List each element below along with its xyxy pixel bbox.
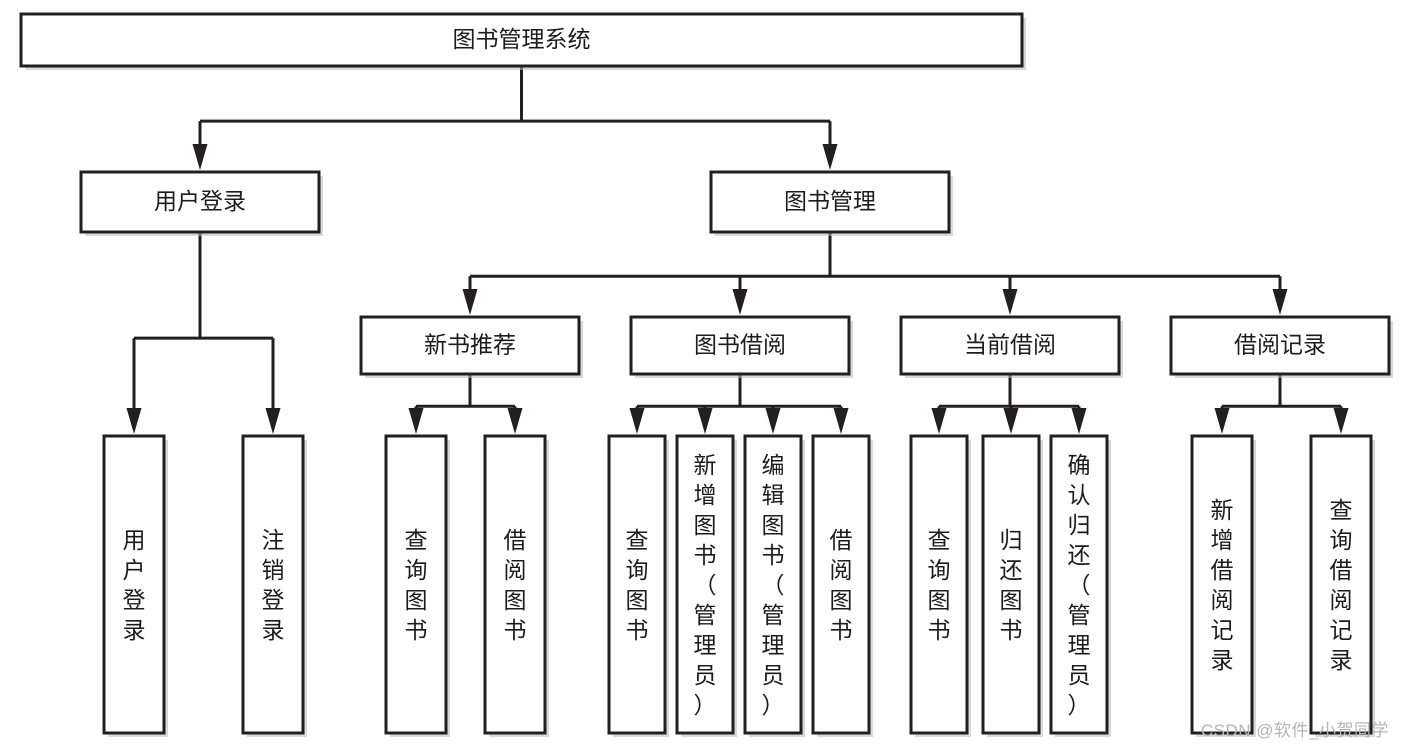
node-l-querybook3[interactable]: 查询图书: [909, 434, 971, 737]
arrow-head-icon: [732, 289, 748, 315]
node-box[interactable]: [607, 434, 667, 735]
node-borrow[interactable]: 图书借阅: [629, 315, 853, 378]
arrow-head-icon: [265, 408, 281, 434]
node-label: 用户登录: [154, 188, 246, 214]
node-box[interactable]: [1190, 434, 1254, 735]
connector-layer: [126, 66, 1349, 434]
node-box[interactable]: [1169, 315, 1391, 376]
node-box[interactable]: [1049, 434, 1109, 735]
node-box[interactable]: [19, 12, 1024, 68]
node-l-confirm[interactable]: 确认归还（管理员）: [1049, 434, 1111, 737]
node-box[interactable]: [629, 315, 851, 376]
node-newbook[interactable]: 新书推荐: [359, 315, 583, 378]
node-box[interactable]: [743, 434, 803, 735]
node-box[interactable]: [384, 434, 448, 735]
arrow-head-icon: [931, 408, 947, 434]
node-box[interactable]: [811, 434, 871, 735]
node-label: 图书借阅: [694, 332, 786, 358]
node-box[interactable]: [899, 315, 1121, 376]
node-label: 用户登录: [123, 527, 146, 643]
node-current[interactable]: 当前借阅: [899, 315, 1123, 378]
node-label: 当前借阅: [964, 332, 1056, 358]
node-l-editbook[interactable]: 编辑图书（管理员）: [743, 434, 805, 737]
node-l-addrecord[interactable]: 新增借阅记录: [1190, 434, 1256, 737]
arrow-head-icon: [822, 144, 838, 170]
node-label: 图书管理: [784, 188, 876, 214]
arrow-head-icon: [833, 408, 849, 434]
node-l-borrowbook2[interactable]: 借阅图书: [811, 434, 873, 737]
node-bookmgmt[interactable]: 图书管理: [709, 170, 953, 236]
arrow-head-icon: [1272, 289, 1288, 315]
node-root[interactable]: 图书管理系统: [19, 12, 1026, 70]
node-label: 图书管理系统: [453, 26, 591, 52]
arrow-head-icon: [408, 408, 424, 434]
node-label: 查询图书: [626, 527, 649, 643]
node-label: 借阅图书: [830, 527, 853, 643]
node-label: 注销登录: [262, 527, 285, 643]
node-label: 借阅图书: [504, 527, 527, 643]
node-label: 新增图书（管理员）: [694, 452, 717, 718]
node-layer: 图书管理系统用户登录图书管理新书推荐图书借阅当前借阅借阅记录用户登录注销登录查询…: [19, 12, 1393, 737]
node-l-querybook2[interactable]: 查询图书: [607, 434, 669, 737]
arrow-head-icon: [1214, 408, 1230, 434]
node-box[interactable]: [675, 434, 735, 735]
node-box[interactable]: [102, 434, 166, 735]
arrow-head-icon: [126, 408, 142, 434]
node-box[interactable]: [909, 434, 969, 735]
arrow-head-icon: [765, 408, 781, 434]
arrow-head-icon: [462, 289, 478, 315]
node-l-userlogin[interactable]: 用户登录: [102, 434, 168, 737]
node-l-addbook[interactable]: 新增图书（管理员）: [675, 434, 737, 737]
node-l-borrowbook1[interactable]: 借阅图书: [483, 434, 549, 737]
node-l-logout[interactable]: 注销登录: [241, 434, 307, 737]
arrow-head-icon: [507, 408, 523, 434]
node-label: 查询借阅记录: [1330, 497, 1353, 673]
node-box[interactable]: [359, 315, 581, 376]
arrow-head-icon: [697, 408, 713, 434]
node-records[interactable]: 借阅记录: [1169, 315, 1393, 378]
node-label: 借阅记录: [1234, 332, 1326, 358]
arrow-head-icon: [192, 144, 208, 170]
arrow-head-icon: [1002, 289, 1018, 315]
arrow-head-icon: [1003, 408, 1019, 434]
node-l-queryrecord[interactable]: 查询借阅记录: [1309, 434, 1375, 737]
node-label: 编辑图书（管理员）: [762, 452, 785, 718]
node-l-returnbook[interactable]: 归还图书: [981, 434, 1043, 737]
node-label: 查询图书: [928, 527, 951, 643]
arrow-head-icon: [1333, 408, 1349, 434]
node-box[interactable]: [241, 434, 305, 735]
node-label: 查询图书: [405, 527, 428, 643]
node-box[interactable]: [1309, 434, 1373, 735]
node-label: 归还图书: [1000, 527, 1023, 643]
node-box[interactable]: [79, 170, 321, 234]
node-box[interactable]: [483, 434, 547, 735]
node-box[interactable]: [981, 434, 1041, 735]
arrow-head-icon: [1071, 408, 1087, 434]
node-box[interactable]: [709, 170, 951, 234]
node-label: 新书推荐: [424, 332, 516, 358]
node-label: 新增借阅记录: [1211, 497, 1234, 673]
node-login[interactable]: 用户登录: [79, 170, 323, 236]
arrow-head-icon: [629, 408, 645, 434]
node-label: 确认归还（管理员）: [1068, 452, 1091, 718]
node-l-querybook1[interactable]: 查询图书: [384, 434, 450, 737]
